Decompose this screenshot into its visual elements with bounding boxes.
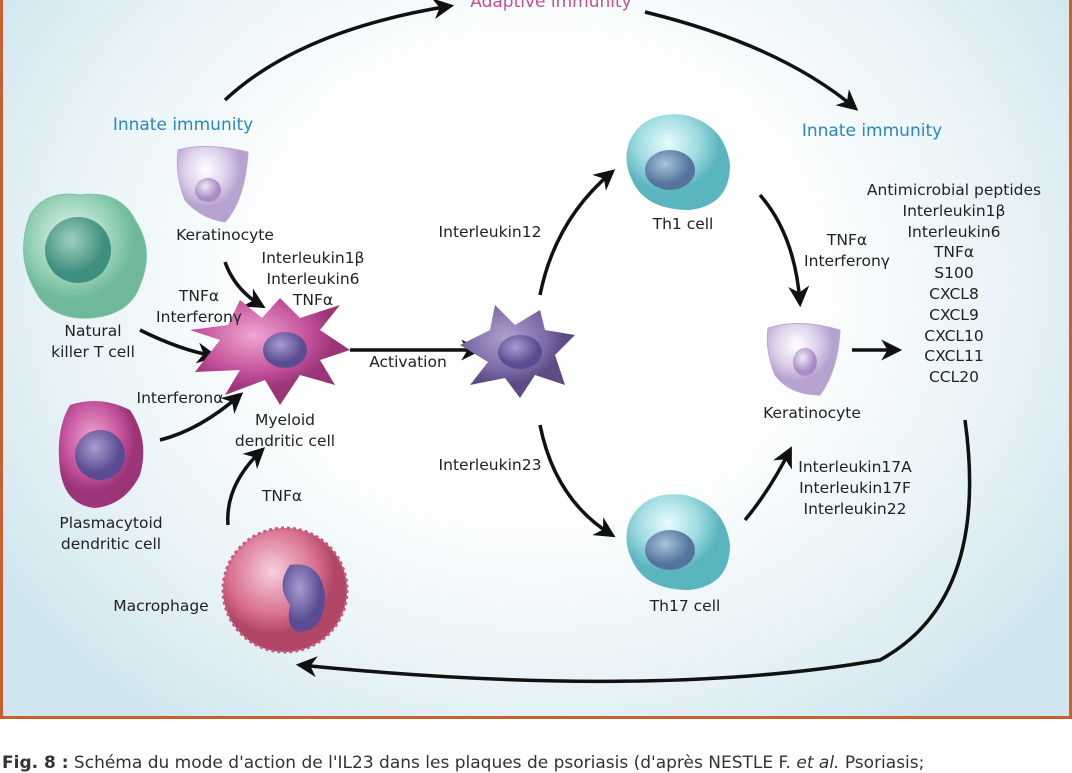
interleukin23-label: Interleukin23 <box>438 456 542 474</box>
macrophage-cytokine-label: TNFα <box>261 487 303 505</box>
th17-cytokines: Interleukin17A Interleukin17F Interleuki… <box>798 458 912 518</box>
arrow-keratinocyte-to-mdc <box>223 261 266 309</box>
interferon-alpha-label: Interferonα <box>136 389 224 407</box>
arrow-interleukin12 <box>538 169 616 296</box>
arrow-feedback-loop <box>295 419 972 684</box>
keratinocyte-left-cell <box>176 145 249 223</box>
activation-label: Activation <box>369 353 447 371</box>
arrow-innate-to-adaptive <box>223 0 455 102</box>
arrow-nkt-to-mdc <box>139 328 219 364</box>
plasmacytoid-dc-label: Plasmacytoid dendritic cell <box>59 514 163 553</box>
arrow-interleukin23 <box>538 424 616 538</box>
macrophage-cell <box>221 526 349 654</box>
keratinocyte-cytokines: Interleukin1β Interleukin6 TNFα <box>261 249 365 309</box>
myeloid-dendritic-cell <box>190 298 350 405</box>
th1-cell-label: Th1 cell <box>652 215 714 233</box>
arrow-macrophage-to-mdc <box>226 447 266 526</box>
myeloid-dc-label: Myeloid dendritic cell <box>234 411 336 450</box>
keratinocyte-left-label: Keratinocyte <box>176 226 274 244</box>
adaptive-immunity-label: Adaptive immunity <box>470 0 632 12</box>
arrow-pdc-to-mdc <box>159 392 244 442</box>
figure-caption: Fig. 8 : Schéma du mode d'action de l'IL… <box>2 753 925 773</box>
interleukin12-label: Interleukin12 <box>438 223 542 241</box>
arrow-adaptive-to-innate <box>644 10 859 111</box>
nkt-cytokines: TNFα Interferonγ <box>156 287 242 326</box>
activated-dendritic-cell <box>460 305 575 398</box>
plasmacytoid-dendritic-cell <box>58 401 144 508</box>
nkt-cell <box>23 193 147 319</box>
keratinocyte-right-label: Keratinocyte <box>763 404 861 422</box>
macrophage-label: Macrophage <box>113 597 209 615</box>
th17-cell-label: Th17 cell <box>649 597 721 615</box>
th17-cell <box>626 494 730 590</box>
innate-immunity-left-label: Innate immunity <box>112 115 254 135</box>
innate-immunity-right-label: Innate immunity <box>801 121 943 141</box>
th1-cell <box>626 114 730 210</box>
arrow-th17-to-keratinocyte <box>743 446 792 522</box>
arrow-th1-to-keratinocyte <box>758 193 810 308</box>
th1-cytokines: TNFα Interferonγ <box>804 231 890 270</box>
keratinocyte-right-cell <box>766 322 841 396</box>
keratinocyte-products: Antimicrobial peptides Interleukin1β Int… <box>866 181 1042 387</box>
nkt-cell-label: Natural killer T cell <box>51 322 135 361</box>
